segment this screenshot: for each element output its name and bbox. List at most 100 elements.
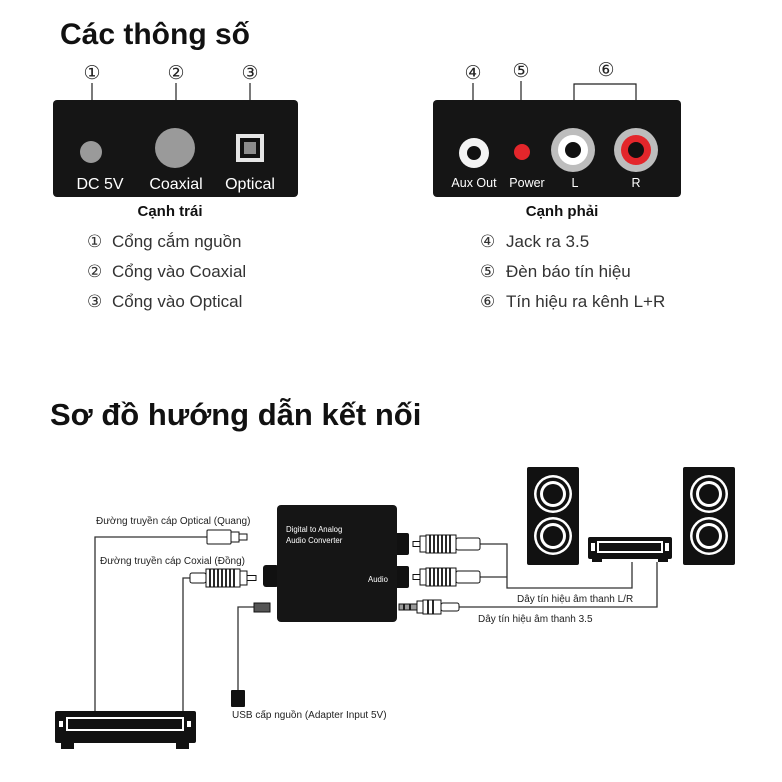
legend-text: Tín hiệu ra kênh L+R: [506, 292, 665, 311]
coaxial-cable: [182, 577, 190, 711]
coax-pin: [246, 575, 257, 581]
legend-item: ④ Jack ra 3.5: [480, 232, 589, 252]
amplifier-body: [588, 537, 672, 559]
legend-item: ② Cổng vào Coaxial: [87, 262, 246, 282]
legend-text: Cổng cắm nguồn: [112, 232, 241, 251]
rca-jack-right-hole: [628, 142, 644, 158]
rca-jack-left: [551, 128, 595, 172]
aux-plug-body: [422, 599, 442, 615]
legend-item: ③ Cổng vào Optical: [87, 292, 242, 312]
port-label-l: L: [572, 176, 579, 190]
port-label-coaxial: Coaxial: [149, 176, 202, 193]
legend-text: Đèn báo tín hiệu: [506, 262, 631, 281]
legend-marker: ⑤: [480, 262, 495, 282]
right-legend: ④ Jack ra 3.5 ⑤ Đèn báo tín hiệu ⑥ Tín h…: [480, 232, 665, 312]
lr-signal-label: Dây tín hiệu âm thanh L/R: [517, 594, 633, 605]
legend-marker: ③: [87, 292, 102, 312]
legend-text: Cổng vào Coaxial: [112, 262, 246, 281]
speaker-woofer-bottom: [690, 517, 728, 555]
rca-plug-right-channel: [412, 567, 481, 587]
aux-signal-label: Dây tín hiệu âm thanh 3.5: [478, 614, 593, 625]
converter-box-icon: Digital to Analog Audio Converter Audio: [263, 505, 409, 622]
optical-cable: [94, 536, 207, 711]
legend-marker: ②: [87, 262, 102, 282]
port-label-dc: DC 5V: [76, 176, 123, 193]
dc-power-port: [80, 141, 102, 163]
coax-collar: [239, 570, 248, 586]
player-body: [55, 711, 196, 743]
legend-item: ⑤ Đèn báo tín hiệu: [480, 262, 631, 282]
right-side-diagram: ④ ⑤ ⑥ Aux Out Power L R Cạnh phải: [433, 59, 681, 220]
port-label-power: Power: [509, 176, 544, 190]
optical-port: [236, 134, 264, 162]
left-side-caption: Cạnh trái: [137, 203, 202, 220]
converter-name-line1: Digital to Analog: [286, 525, 342, 534]
usb-power-cable: [237, 606, 254, 690]
specs-title: Các thông số: [60, 18, 250, 51]
player-button: [59, 721, 63, 727]
aux-signal-cable: [459, 562, 658, 608]
aux-plug-tip: [398, 603, 418, 611]
coaxial-cable-label: Đường truyền cáp Coxial (Đồng): [100, 555, 245, 567]
speaker-icon-right: [683, 467, 735, 565]
optical-plug-neck: [230, 531, 240, 543]
optical-cable-label: Đường truyền cáp Optical (Quang): [96, 515, 250, 527]
usb-micro-plug: [253, 602, 271, 613]
player-disc-slot: [66, 717, 184, 731]
legend-text: Jack ra 3.5: [506, 232, 589, 251]
optical-port-shutter: [244, 142, 256, 154]
aux-plug-collar: [416, 600, 424, 614]
marker-5: ⑤: [512, 60, 529, 82]
coaxial-port: [155, 128, 195, 168]
converter-body: [277, 505, 397, 622]
converter-audio-label: Audio: [368, 575, 389, 584]
rca-jack-left-hole: [565, 142, 581, 158]
port-label-aux-out: Aux Out: [451, 176, 497, 190]
usb-power-plug: [231, 602, 271, 707]
legend-text: Cổng vào Optical: [112, 292, 242, 311]
player-foot: [176, 743, 189, 749]
amplifier-display: [597, 541, 663, 553]
aux-plug-boot: [440, 602, 460, 612]
speaker-woofer-top: [534, 475, 572, 513]
amplifier-knob-left: [591, 543, 595, 551]
usb-power-label: USB cấp nguồn (Adapter Input 5V): [232, 709, 387, 721]
rca-jack-right: [614, 128, 658, 172]
converter-name-line2: Audio Converter: [286, 536, 343, 545]
optical-plug: [206, 529, 248, 545]
marker-4: ④: [464, 62, 481, 84]
converter-rca-socket-l: [395, 533, 409, 555]
port-label-r: R: [631, 176, 640, 190]
player-foot: [61, 743, 74, 749]
legend-item: ⑥ Tín hiệu ra kênh L+R: [480, 292, 665, 312]
marker-6: ⑥: [597, 59, 614, 81]
port-label-optical: Optical: [225, 176, 275, 193]
left-side-diagram: ① ② ③ DC 5V Coaxial Optical Cạnh trái: [53, 62, 298, 220]
converter-coax-socket: [263, 565, 279, 587]
legend-marker: ①: [87, 232, 102, 252]
wiring-title: Sơ đồ hướng dẫn kết nối: [50, 397, 421, 432]
optical-plug-body: [206, 529, 232, 545]
amplifier-knob-right: [665, 543, 669, 551]
marker-1: ①: [83, 62, 100, 84]
dvd-player-icon: [55, 711, 196, 749]
legend-marker: ④: [480, 232, 495, 252]
aux-out-hole: [467, 146, 481, 160]
coaxial-plug: [189, 568, 257, 588]
speaker-woofer-bottom: [534, 517, 572, 555]
player-button: [187, 721, 191, 727]
aux-3-5mm-plug: [398, 599, 460, 615]
usb-a-plug: [231, 690, 245, 707]
lr-signal-cable: [480, 543, 633, 589]
amplifier-foot: [658, 559, 668, 562]
marker-3: ③: [241, 62, 258, 84]
right-side-caption: Cạnh phải: [526, 203, 599, 220]
legend-item: ① Cổng cắm nguồn: [87, 232, 241, 252]
speaker-woofer-top: [690, 475, 728, 513]
amplifier-foot: [592, 559, 602, 562]
converter-rca-socket-r: [395, 566, 409, 588]
speaker-icon-left: [527, 467, 579, 565]
legend-marker: ⑥: [480, 292, 495, 312]
aux-out-jack: [459, 138, 489, 168]
